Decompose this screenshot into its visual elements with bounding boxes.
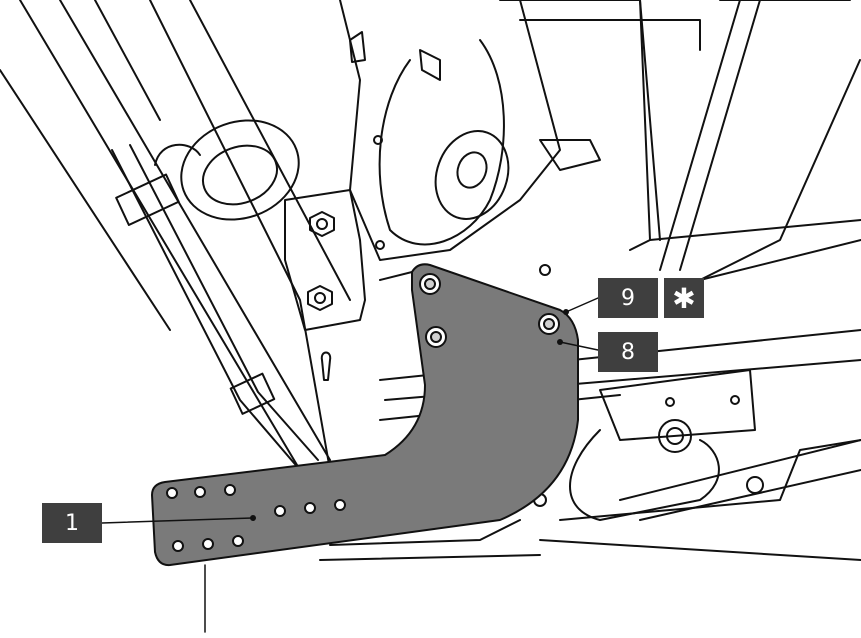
leader-lines	[101, 297, 599, 633]
right-frame-members	[499, 0, 861, 281]
mounting-plate	[284, 189, 366, 381]
bracket-nuts	[419, 273, 560, 348]
callout-part-8: 8	[598, 332, 658, 372]
callout-note-symbol: ✱	[664, 278, 704, 318]
tow-eye	[154, 119, 300, 221]
callout-part-1: 1	[42, 503, 102, 543]
upper-housing	[339, 0, 561, 261]
callout-part-9: 9	[598, 278, 658, 318]
left-frame-rails	[0, 0, 351, 471]
bracket-plate	[151, 263, 579, 567]
bracket-part-1	[151, 263, 579, 567]
cable-clip	[111, 144, 319, 471]
